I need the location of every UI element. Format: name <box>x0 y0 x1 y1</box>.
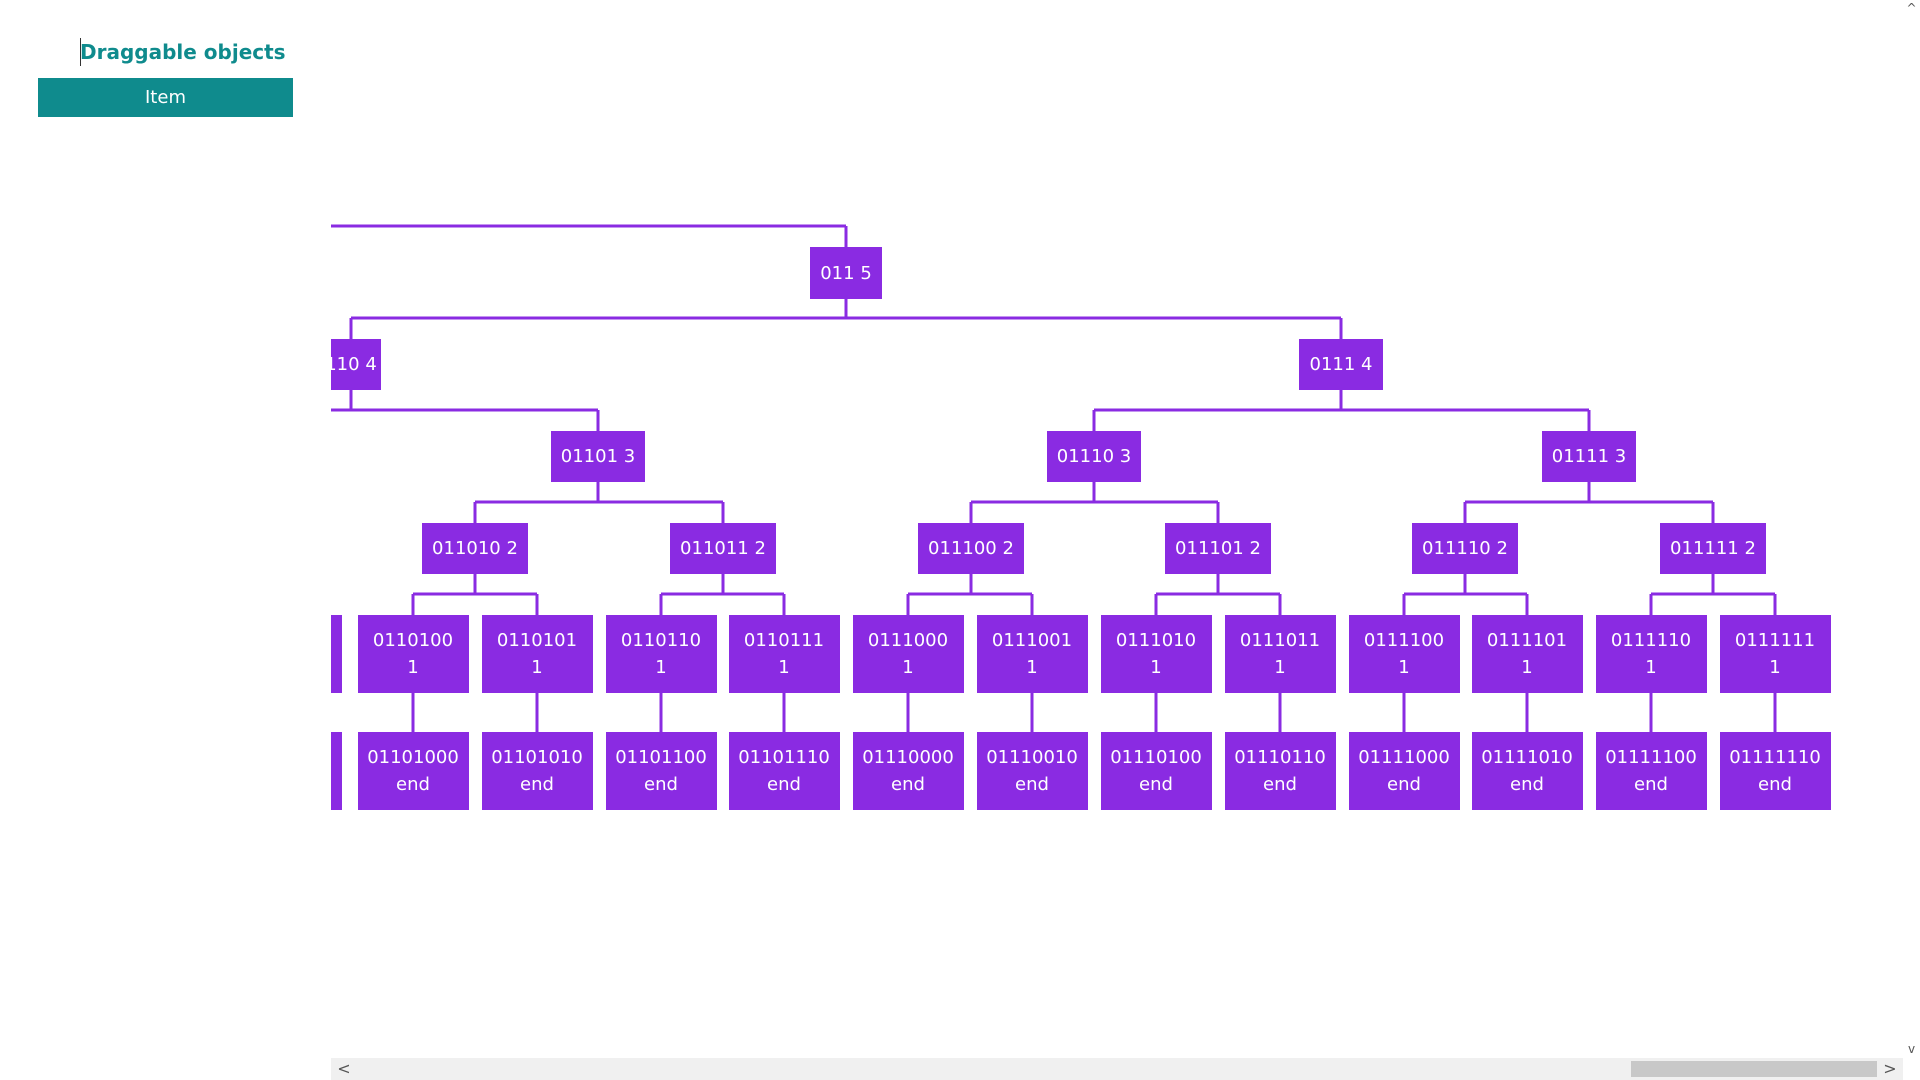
tree-node-leaf[interactable]: 01101010 end <box>481 732 593 810</box>
tree-node-level1[interactable]: 0110110 1 <box>605 615 717 693</box>
tree-node-level2[interactable]: 011011 2 <box>670 523 776 574</box>
tree-node-leaf[interactable]: 01110000 end <box>852 732 964 810</box>
tree-node-level3[interactable]: 01110 3 <box>1047 431 1141 482</box>
palette-title: Draggable objects <box>80 40 286 64</box>
tree-node-leaf[interactable]: 01111010 end <box>1471 732 1583 810</box>
tree-node-level4[interactable]: 0111 4 <box>1299 339 1383 390</box>
tree-node-level1[interactable]: 0111100 1 <box>1348 615 1460 693</box>
tree-node-leaf[interactable]: 01111110 end <box>1719 732 1831 810</box>
scroll-up-icon[interactable]: ^ <box>1906 1 1917 15</box>
tree-node-leaf[interactable]: 01110010 end <box>976 732 1088 810</box>
tree-node-level1[interactable]: 0110101 1 <box>481 615 593 693</box>
tree-node-leaf[interactable]: 01111000 end <box>1348 732 1460 810</box>
text-caret <box>80 38 81 66</box>
tree-node-leaf[interactable]: 01111100 end <box>1595 732 1707 810</box>
tree-node-level1[interactable]: 0111101 1 <box>1471 615 1583 693</box>
horizontal-scroll-thumb[interactable] <box>1631 1061 1877 1077</box>
tree-node-level2[interactable]: 011101 2 <box>1165 523 1271 574</box>
tree-node-leaf[interactable]: 01110100 end <box>1100 732 1212 810</box>
tree-node-level1[interactable]: 0111110 1 <box>1595 615 1707 693</box>
tree-node-clipped[interactable] <box>331 615 342 693</box>
tree-node-level4[interactable]: 110 4 <box>331 339 381 390</box>
tree-node-level1[interactable]: 0111011 1 <box>1224 615 1336 693</box>
horizontal-scrollbar[interactable]: < > <box>331 1058 1903 1080</box>
tree-node-level2[interactable]: 011010 2 <box>422 523 528 574</box>
tree-node-level3[interactable]: 01101 3 <box>551 431 645 482</box>
scroll-down-icon[interactable]: v <box>1907 1042 1916 1056</box>
tree-node-level1[interactable]: 0111001 1 <box>976 615 1088 693</box>
tree-node-root[interactable]: 011 5 <box>810 247 882 299</box>
diagram-canvas[interactable]: 011 5 110 4 0111 4 01101 3 01110 3 01111 3 011… <box>331 0 1885 1058</box>
tree-node-level3[interactable]: 01111 3 <box>1542 431 1636 482</box>
tree-node-level2[interactable]: 011110 2 <box>1412 523 1518 574</box>
tree-node-leaf[interactable]: 01101000 end <box>357 732 469 810</box>
tree-node-level1[interactable]: 0111111 1 <box>1719 615 1831 693</box>
vertical-scrollbar[interactable]: ^ v <box>1903 0 1920 1080</box>
tree-node-leaf[interactable]: 01110110 end <box>1224 732 1336 810</box>
tree-node-leaf[interactable]: 01101100 end <box>605 732 717 810</box>
tree-node-level1[interactable]: 0110111 1 <box>728 615 840 693</box>
tree-node-level1[interactable]: 0110100 1 <box>357 615 469 693</box>
tree-node-level2[interactable]: 011111 2 <box>1660 523 1766 574</box>
tree-node-level2[interactable]: 011100 2 <box>918 523 1024 574</box>
scroll-right-icon[interactable]: > <box>1883 1059 1897 1078</box>
tree-node-leaf[interactable]: 01101110 end <box>728 732 840 810</box>
scroll-left-icon[interactable]: < <box>337 1059 351 1078</box>
tree-node-level1[interactable]: 0111000 1 <box>852 615 964 693</box>
tree-node-level1[interactable]: 0111010 1 <box>1100 615 1212 693</box>
tree-node-clipped[interactable] <box>331 732 342 810</box>
tree-links <box>331 224 1777 732</box>
palette-draggable-item[interactable]: Item <box>38 78 293 117</box>
